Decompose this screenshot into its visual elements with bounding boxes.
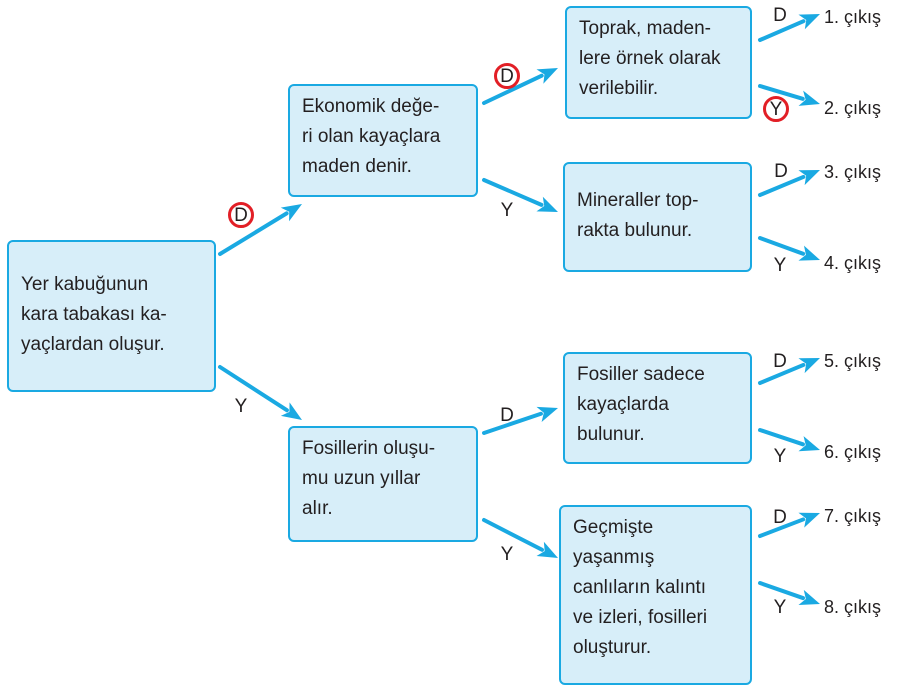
toprak-statement-box: Toprak, maden- lere örnek olarak verileb… (565, 6, 752, 119)
mineraller-d-label: D (774, 161, 788, 182)
root-line-2: kara tabakası ka- (21, 304, 167, 325)
gecmis-line-5: oluşturur. (573, 637, 652, 658)
fosil-kayac-line-2: kayaçlarda (577, 394, 669, 415)
fosil-kayac-statement-box: Fosiller sadece kayaçlarda bulunur. (563, 352, 752, 464)
ekonomik-line-3: maden denir. (302, 156, 412, 177)
arrow-fosil-kayac-y (758, 428, 820, 452)
arrow-gecmis-d (758, 512, 820, 538)
ekonomik-line-2: ri olan kayaçlara (302, 126, 441, 147)
fosil-olusum-y-label: Y (500, 544, 514, 565)
mineraller-y-label: Y (773, 255, 787, 276)
toprak-d-label: D (773, 5, 787, 26)
arrow-gecmis-y (758, 581, 820, 605)
arrow-fosil-olusum-y (482, 518, 558, 558)
output-3: 3. çıkış (824, 162, 882, 182)
gecmis-statement-box: Geçmişte yaşanmış canlıların kalıntı ve … (559, 505, 752, 685)
arrow-mineraller-d (758, 170, 820, 197)
output-6: 6. çıkış (824, 442, 882, 462)
arrow-toprak-y (758, 84, 820, 106)
root-y-label: Y (234, 396, 248, 417)
root-line-3: yaçlardan oluşur. (21, 334, 165, 355)
fosil-kayac-line-3: bulunur. (577, 424, 645, 445)
gecmis-line-4: ve izleri, fosilleri (573, 607, 708, 628)
fosil-olusum-statement-box: Fosillerin oluşu- mu uzun yıllar alır. (288, 426, 478, 542)
arrow-mineraller-y (758, 236, 820, 261)
ekonomik-y-label: Y (500, 200, 514, 221)
output-8: 8. çıkış (824, 597, 882, 617)
output-2: 2. çıkış (824, 98, 882, 118)
arrow-ekonomik-y (482, 178, 558, 212)
fosil-olusum-line-1: Fosillerin oluşu- (302, 438, 436, 459)
toprak-line-2: lere örnek olarak (579, 48, 721, 69)
toprak-y-label: Y (763, 96, 789, 122)
fosil-olusum-line-2: mu uzun yıllar (302, 468, 421, 489)
arrow-fosil-kayac-d (758, 358, 820, 385)
root-statement-box: Yer kabuğunun kara tabakası ka- yaçlarda… (7, 240, 216, 392)
gecmis-line-2: yaşanmış (573, 547, 655, 568)
fosil-olusum-line-3: alır. (302, 498, 333, 519)
arrow-root-d (218, 204, 302, 256)
fosil-olusum-d-label: D (500, 405, 514, 426)
gecmis-line-3: canlıların kalıntı (573, 577, 707, 598)
gecmis-d-label: D (773, 507, 787, 528)
root-d-label: D (228, 202, 254, 228)
fosil-kayac-y-label: Y (773, 446, 787, 467)
mineraller-line-2: rakta bulunur. (577, 220, 693, 241)
fosil-kayac-d-label: D (773, 351, 787, 372)
ekonomik-statement-box: Ekonomik değe- ri olan kayaçlara maden d… (288, 84, 478, 197)
output-7: 7. çıkış (824, 506, 882, 526)
arrow-toprak-d (758, 14, 820, 42)
arrow-ekonomik-d (482, 68, 558, 105)
output-4: 4. çıkış (824, 253, 882, 273)
gecmis-y-label: Y (773, 597, 787, 618)
arrow-fosil-olusum-d (482, 406, 558, 435)
output-1: 1. çıkış (824, 7, 882, 27)
toprak-line-3: verilebilir. (579, 78, 659, 99)
ekonomik-d-label: D (494, 63, 520, 89)
mineraller-statement-box: Mineraller top- rakta bulunur. (563, 162, 752, 272)
root-line-1: Yer kabuğunun (21, 274, 149, 295)
arrow-root-y (218, 365, 302, 420)
toprak-line-1: Toprak, maden- (579, 18, 712, 39)
mineraller-line-1: Mineraller top- (577, 190, 699, 211)
ekonomik-line-1: Ekonomik değe- (302, 96, 440, 117)
output-5: 5. çıkış (824, 351, 882, 371)
gecmis-line-1: Geçmişte (573, 517, 654, 538)
fosil-kayac-line-1: Fosiller sadece (577, 364, 705, 385)
